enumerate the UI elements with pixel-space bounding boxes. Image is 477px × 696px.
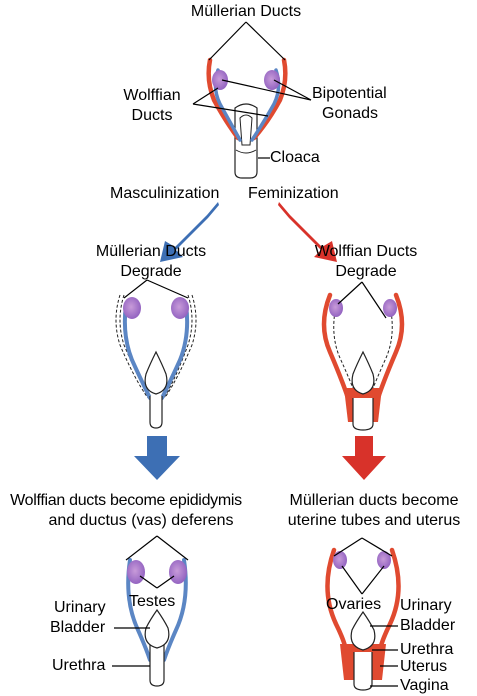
female-final-tube-right bbox=[377, 547, 401, 653]
label-male-degrade-line2: Degrade bbox=[120, 263, 182, 280]
label-wolffian-ducts-line1: Wolffian bbox=[123, 87, 181, 104]
female-mid-bladder bbox=[351, 350, 375, 395]
top-gonad-left bbox=[212, 70, 228, 90]
top-mullerian-duct-left bbox=[206, 57, 241, 141]
female-mid-mullerian-left bbox=[321, 292, 351, 401]
arrow-down-female bbox=[342, 436, 386, 480]
label-male-become-line2: and ductus (vas) deferens bbox=[48, 512, 234, 529]
label-female-uterus: Uterus bbox=[400, 658, 448, 675]
label-female-urinary-line1: Urinary bbox=[400, 597, 452, 614]
top-gonad-right bbox=[264, 70, 280, 90]
arrow-down-male bbox=[134, 436, 180, 480]
male-final-bladder bbox=[144, 608, 170, 649]
label-female-urethra: Urethra bbox=[400, 641, 454, 658]
top-leader-lines bbox=[192, 21, 312, 159]
male-final-structure bbox=[126, 558, 188, 687]
label-female-become-line1: Müllerian ducts become bbox=[289, 492, 459, 509]
label-female-vagina: Vagina bbox=[400, 677, 449, 694]
male-final-testis-right bbox=[169, 560, 187, 584]
female-final-ovary-left bbox=[333, 551, 347, 569]
label-male-urethra: Urethra bbox=[52, 657, 106, 674]
top-indifferent-structure bbox=[206, 57, 288, 179]
male-mid-gonad-left bbox=[123, 297, 141, 319]
label-male-become-line1: Wolffian ducts become epididymis bbox=[10, 492, 242, 509]
male-final-urethra bbox=[149, 640, 165, 687]
label-male-urinary-line2: Bladder bbox=[50, 619, 106, 636]
female-mid-mullerian-right bbox=[375, 292, 405, 401]
arrow-feminization bbox=[278, 202, 337, 262]
label-female-become-line2: uterine tubes and uterus bbox=[287, 512, 461, 529]
label-mullerian-ducts: Müllerian Ducts bbox=[190, 3, 302, 20]
label-female-degrade-line2: Degrade bbox=[335, 263, 397, 280]
arrow-masculinization bbox=[160, 202, 219, 262]
male-final-leaders bbox=[112, 535, 189, 667]
female-final-tube-left bbox=[325, 547, 349, 653]
male-mid-wolffian-left bbox=[122, 303, 152, 400]
male-final-vas-right bbox=[162, 558, 188, 662]
label-masculinization: Masculinization bbox=[110, 185, 220, 202]
female-final-ovary-right bbox=[377, 551, 391, 569]
female-mid-leaders bbox=[337, 281, 387, 319]
female-final-leaders bbox=[333, 537, 398, 687]
female-final-structure bbox=[325, 547, 401, 691]
label-cloaca: Cloaca bbox=[270, 149, 320, 166]
top-mullerian-duct-right bbox=[251, 57, 288, 141]
male-mid-leaders bbox=[123, 279, 189, 299]
female-mid-gonad-left bbox=[329, 299, 343, 317]
male-mid-wolffian-right bbox=[160, 303, 190, 400]
label-feminization: Feminization bbox=[248, 185, 339, 202]
label-male-degrade-line1: Müllerian Ducts bbox=[95, 243, 207, 260]
female-mid-gonad-right bbox=[383, 299, 397, 317]
label-male-urinary-line1: Urinary bbox=[54, 599, 106, 616]
label-bipotential-line1: Bipotential bbox=[312, 85, 387, 102]
male-final-testis-left bbox=[127, 560, 145, 584]
label-bipotential-line2: Gonads bbox=[322, 105, 379, 122]
label-testes: Testes bbox=[129, 593, 176, 610]
male-mid-gonad-right bbox=[171, 297, 189, 319]
female-mid-structure bbox=[321, 292, 405, 431]
male-mid-structure bbox=[115, 294, 197, 429]
female-final-bladder bbox=[350, 610, 376, 651]
label-wolffian-ducts-line2: Ducts bbox=[131, 107, 173, 124]
label-ovaries: Ovaries bbox=[326, 596, 382, 613]
male-final-vas-left bbox=[126, 558, 152, 662]
label-female-degrade-line1: Wolffian Ducts bbox=[314, 243, 418, 260]
male-mid-bladder bbox=[144, 350, 168, 395]
label-female-urinary-line2: Bladder bbox=[400, 617, 456, 634]
